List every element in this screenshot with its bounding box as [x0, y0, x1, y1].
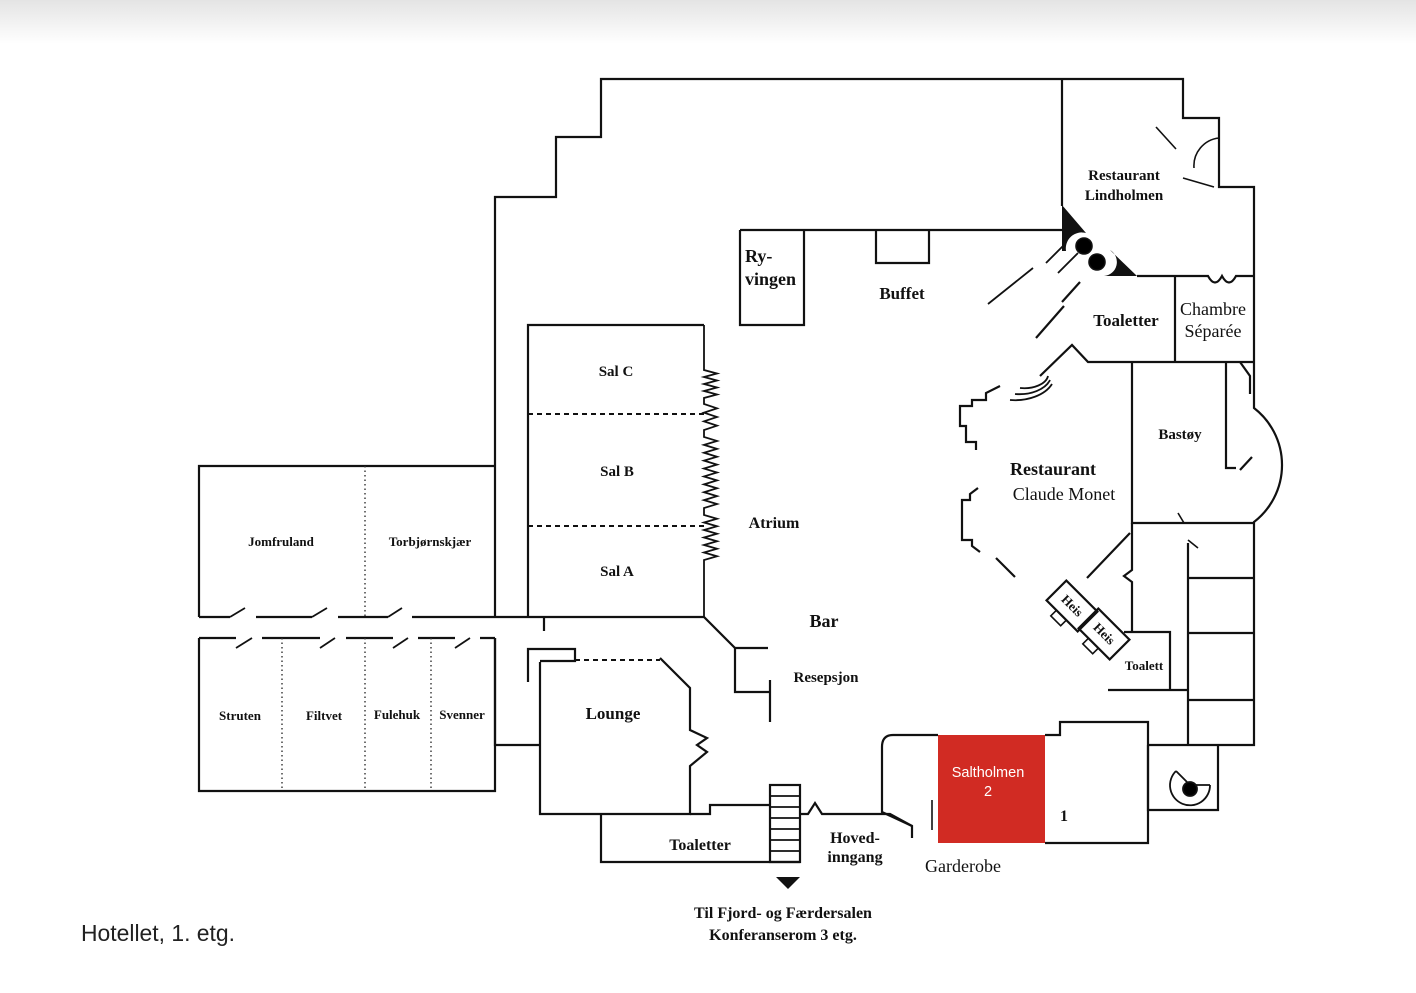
label-toaletter-lower: Toaletter	[669, 837, 731, 854]
label-sal-a: Sal A	[600, 564, 634, 580]
heis-1-panel	[1049, 609, 1068, 627]
label-chambre-separee-1: Chambre	[1180, 299, 1246, 319]
directions-line-1: Til Fjord- og Færdersalen	[694, 905, 872, 922]
label-struten: Struten	[219, 708, 262, 723]
main-entrance-wall	[800, 800, 913, 827]
door-wedge-left	[1062, 205, 1086, 251]
heis-1: Heis	[1044, 578, 1100, 634]
left-wing-upper-doors	[229, 607, 403, 618]
door-leaf	[1088, 253, 1106, 271]
label-sal-c: Sal C	[599, 364, 634, 380]
label-chambre-separee-2: Séparée	[1185, 321, 1242, 341]
label-garderobe: Garderobe	[925, 856, 1001, 876]
spiral-stair-core	[1182, 781, 1198, 797]
saltholmen-2-highlight	[938, 735, 1045, 843]
top-fade	[0, 0, 1416, 44]
label-svenner: Svenner	[439, 707, 485, 722]
toaletter-upper-bottom-wall	[1039, 343, 1254, 377]
movable-partitions	[528, 413, 704, 661]
toaletter-lower-wall	[599, 803, 800, 864]
passage-walls	[987, 243, 1079, 305]
stairs-icon	[768, 783, 802, 864]
label-bar: Bar	[810, 611, 839, 631]
claude-monet-stage-arcs	[1009, 375, 1053, 402]
toaletter-upper-left-wall	[1035, 281, 1081, 339]
arrow-down-icon	[776, 877, 800, 889]
label-toaletter-upper: Toaletter	[1093, 311, 1159, 330]
door-leaf	[1075, 237, 1093, 255]
resepsjon-desk	[733, 646, 772, 722]
label-hovedinngang-1: Hoved-	[830, 830, 880, 847]
heis-2-panel	[1081, 637, 1100, 655]
claude-monet-wall-lower	[960, 487, 1016, 578]
label-saltholmen-2-name: Saltholmen	[952, 765, 1025, 781]
label-lounge: Lounge	[586, 704, 641, 723]
label-resepsjon: Resepsjon	[793, 670, 859, 686]
label-sal-b: Sal B	[600, 464, 634, 480]
heis-2: Heis	[1076, 606, 1132, 662]
label-filtvet: Filtvet	[306, 708, 343, 723]
left-wing-lower-wall	[197, 636, 497, 793]
lounge-entry	[526, 617, 577, 682]
outer-wall	[493, 77, 1284, 747]
right-column-door	[1177, 512, 1199, 549]
label-restaurant-claude-monet-2: Claude Monet	[1013, 484, 1115, 504]
toaletter-upper-wall	[1137, 273, 1254, 284]
label-restaurant-claude-monet-1: Restaurant	[1010, 459, 1096, 479]
label-fulehuk: Fulehuk	[374, 707, 421, 722]
spiral-stair-icon	[1169, 770, 1211, 807]
label-atrium: Atrium	[749, 515, 800, 532]
sal-block-wall	[526, 323, 704, 617]
atrium-lower-left-wall	[493, 638, 540, 747]
label-room-1: 1	[1060, 808, 1068, 825]
elevator-walls	[1086, 523, 1134, 632]
label-buffet: Buffet	[879, 284, 925, 303]
label-torbjornskjaer: Torbjørnskjær	[389, 534, 472, 549]
garderobe-wall	[880, 733, 938, 838]
lindholmen-door	[1155, 126, 1220, 188]
left-wing-lower-doors	[235, 637, 471, 649]
label-saltholmen-2-number: 2	[984, 784, 992, 800]
label-restaurant-lindholmen-2: Lindholmen	[1085, 188, 1164, 204]
sal-folding-partition	[700, 325, 721, 617]
buffet-counter	[874, 230, 931, 265]
label-bastoy: Bastøy	[1158, 427, 1202, 443]
right-column-walls	[1186, 543, 1254, 745]
stairs-steps	[770, 795, 800, 852]
label-ryvingen-2: vingen	[745, 269, 796, 289]
dotted-partitions	[281, 466, 432, 791]
door-wedge-right	[1104, 250, 1137, 276]
saltholmen-1-wall	[1045, 720, 1150, 845]
label-restaurant-lindholmen-1: Restaurant	[1088, 168, 1160, 184]
label-ryvingen-1: Ry-	[745, 246, 772, 266]
bastoy-side-wall	[1224, 361, 1253, 471]
toalett-wall	[1108, 630, 1188, 692]
claude-monet-wall-upper	[958, 385, 1001, 450]
lounge-wall	[538, 657, 710, 816]
ryvingen-wall	[738, 230, 806, 327]
page-caption: Hotellet, 1. etg.	[81, 920, 235, 946]
label-hovedinngang-2: inngang	[827, 849, 882, 866]
left-wing-upper-wall	[197, 464, 495, 619]
label-jomfruland: Jomfruland	[248, 534, 315, 549]
directions-line-2: Konferanserom 3 etg.	[709, 927, 857, 944]
corridor-wall	[495, 615, 736, 649]
label-toalett: Toalett	[1125, 658, 1164, 673]
